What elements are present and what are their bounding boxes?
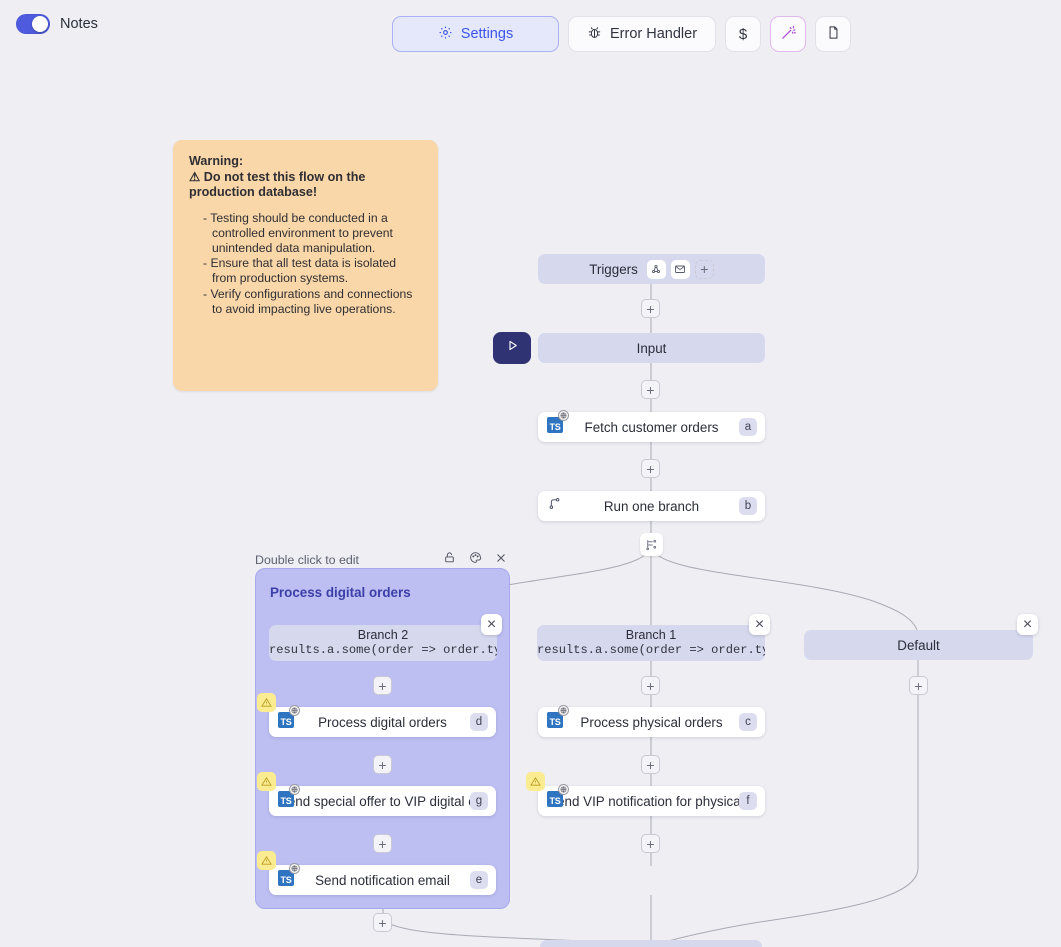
settings-label: Settings bbox=[460, 26, 514, 42]
step-label: Process physical orders bbox=[580, 714, 723, 730]
step-key-badge: e bbox=[470, 871, 488, 889]
list-item: Ensure that all test data is isolated fr… bbox=[203, 256, 422, 286]
ts-icon: TS bbox=[278, 863, 300, 886]
notes-label: Notes bbox=[60, 16, 98, 32]
top-toolbar: Notes Settings Erro bbox=[0, 0, 1061, 62]
palette-icon[interactable] bbox=[469, 551, 482, 569]
document-icon bbox=[826, 25, 841, 44]
remove-branch-2-button[interactable]: × bbox=[481, 614, 502, 635]
group-toolbar-label: Double click to edit bbox=[255, 553, 359, 567]
step-label: Send VIP notification for physical... bbox=[548, 793, 755, 809]
notes-toggle-group: Notes bbox=[16, 14, 98, 34]
webhook-icon[interactable] bbox=[646, 259, 666, 279]
warning-note-card[interactable]: Warning: ⚠ Do not test this flow on the … bbox=[173, 140, 438, 391]
settings-button[interactable]: Settings bbox=[392, 16, 559, 52]
branch-name: Default bbox=[897, 637, 940, 653]
add-step-button[interactable]: + bbox=[909, 676, 928, 695]
branch-node-branch-1[interactable]: Branch 1 results.a.some(order => order.t… bbox=[537, 625, 765, 661]
branch-icon bbox=[547, 496, 562, 514]
step-label: Process digital orders bbox=[318, 714, 447, 730]
step-node-send-vip-notification-physical[interactable]: TS Send VIP notification for physical...… bbox=[526, 772, 765, 816]
magic-wand-icon bbox=[780, 24, 797, 45]
ts-icon: TS bbox=[547, 410, 569, 433]
merge-node[interactable] bbox=[540, 940, 762, 947]
dollar-icon: $ bbox=[738, 25, 748, 43]
branch-expression: results.a.some(order => order.type bbox=[537, 643, 765, 657]
close-icon[interactable] bbox=[495, 551, 507, 569]
branch-expression: results.a.some(order => order.type bbox=[269, 643, 497, 657]
step-node-send-special-offer-vip-digital[interactable]: TS Send special offer to VIP digital c..… bbox=[257, 772, 496, 816]
step-node-process-digital-orders[interactable]: TS Process digital orders d bbox=[257, 693, 496, 737]
add-step-button[interactable]: + bbox=[373, 913, 392, 932]
step-label: Send special offer to VIP digital c... bbox=[278, 793, 487, 809]
lock-icon[interactable] bbox=[443, 551, 456, 569]
step-key-badge: a bbox=[739, 418, 757, 436]
step-key-badge: g bbox=[470, 792, 488, 810]
branch-splitter-icon[interactable] bbox=[640, 533, 663, 556]
add-step-button[interactable]: + bbox=[641, 459, 660, 478]
branch-name: Branch 2 bbox=[357, 628, 409, 642]
note-heading-2: ⚠ Do not test this flow on the productio… bbox=[189, 169, 366, 200]
warning-icon[interactable] bbox=[526, 772, 545, 791]
add-step-button[interactable]: + bbox=[373, 755, 392, 774]
note-bullet-list: Testing should be conducted in a control… bbox=[203, 211, 422, 317]
step-node-run-one-branch[interactable]: Run one branch b bbox=[538, 491, 765, 521]
step-node-send-notification-email[interactable]: TS Send notification email e bbox=[257, 851, 496, 895]
document-button[interactable] bbox=[815, 16, 852, 52]
notes-toggle[interactable] bbox=[16, 14, 50, 34]
step-key-badge: c bbox=[739, 713, 757, 731]
bug-icon bbox=[587, 25, 602, 44]
ts-icon: TS bbox=[547, 784, 569, 807]
triggers-label: Triggers bbox=[589, 261, 638, 277]
email-icon[interactable] bbox=[670, 259, 690, 279]
step-label: Run one branch bbox=[603, 498, 700, 514]
warning-icon[interactable] bbox=[257, 772, 276, 791]
add-step-button[interactable]: + bbox=[641, 380, 660, 399]
add-step-button[interactable]: + bbox=[641, 299, 660, 318]
step-node-fetch-customer-orders[interactable]: TS Fetch customer orders a bbox=[538, 410, 765, 442]
toolbar-button-group: Settings Error Handler $ bbox=[392, 16, 852, 52]
add-step-button[interactable]: + bbox=[641, 676, 660, 695]
ts-icon: TS bbox=[547, 705, 569, 728]
group-toolbar: Double click to edit bbox=[255, 551, 510, 569]
step-key-badge: d bbox=[470, 713, 488, 731]
triggers-node[interactable]: Triggers + bbox=[538, 254, 765, 284]
step-label: Fetch customer orders bbox=[584, 419, 719, 435]
step-label: Send notification email bbox=[315, 872, 450, 888]
cost-button[interactable]: $ bbox=[725, 16, 762, 52]
input-node[interactable]: Input bbox=[538, 333, 765, 363]
step-node-process-physical-orders[interactable]: TS Process physical orders c bbox=[538, 705, 765, 737]
error-handler-button[interactable]: Error Handler bbox=[568, 16, 717, 52]
branch-name: Branch 1 bbox=[625, 628, 677, 642]
step-key-badge: f bbox=[739, 792, 757, 810]
warning-icon[interactable] bbox=[257, 693, 276, 712]
ts-icon: TS bbox=[278, 784, 300, 807]
play-icon bbox=[505, 338, 520, 358]
add-trigger-button[interactable]: + bbox=[694, 259, 714, 279]
step-key-badge: b bbox=[739, 497, 757, 515]
run-flow-button[interactable] bbox=[493, 332, 531, 364]
remove-branch-1-button[interactable]: × bbox=[749, 614, 770, 635]
branch-node-branch-2[interactable]: Branch 2 results.a.some(order => order.t… bbox=[269, 625, 497, 661]
branch-node-default[interactable]: Default bbox=[804, 630, 1033, 660]
add-step-button[interactable]: + bbox=[373, 834, 392, 853]
list-item: Verify configurations and connections to… bbox=[203, 287, 422, 317]
group-title: Process digital orders bbox=[270, 585, 411, 600]
note-heading-1: Warning: bbox=[189, 154, 244, 168]
add-step-button[interactable]: + bbox=[641, 834, 660, 853]
remove-default-branch-button[interactable]: × bbox=[1017, 614, 1038, 635]
gear-icon bbox=[438, 25, 453, 44]
group-container-process-digital-orders[interactable] bbox=[255, 568, 510, 909]
toggle-knob bbox=[32, 16, 48, 32]
magic-wand-button[interactable] bbox=[770, 16, 807, 52]
error-handler-label: Error Handler bbox=[610, 26, 698, 42]
add-step-button[interactable]: + bbox=[641, 755, 660, 774]
add-step-button[interactable]: + bbox=[373, 676, 392, 695]
ts-icon: TS bbox=[278, 705, 300, 728]
list-item: Testing should be conducted in a control… bbox=[203, 211, 422, 256]
input-label: Input bbox=[636, 340, 667, 356]
warning-icon[interactable] bbox=[257, 851, 276, 870]
